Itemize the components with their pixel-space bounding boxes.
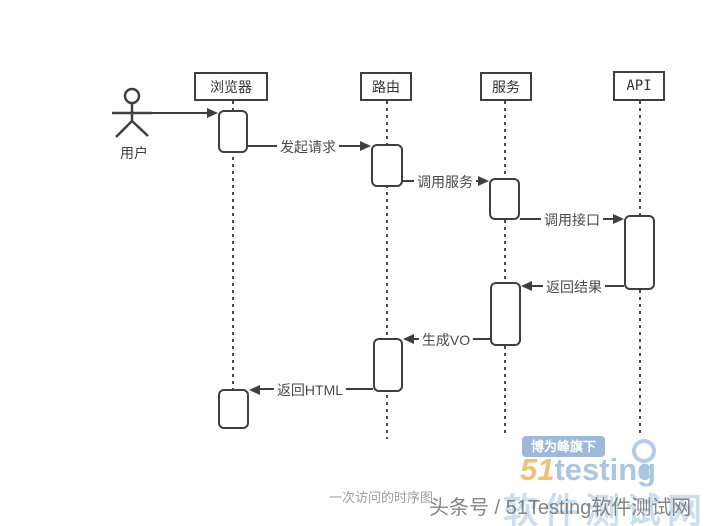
activation-box-service-1 xyxy=(489,178,520,220)
participant-label-api: API xyxy=(626,78,652,94)
arrowhead-right-icon xyxy=(613,214,624,224)
arrowhead-left-icon xyxy=(521,281,532,291)
message-label-call-api: 调用接口 xyxy=(541,210,603,230)
magnifier-icon xyxy=(632,439,656,463)
activation-box-browser-2 xyxy=(218,389,249,429)
arrowhead-left-icon xyxy=(403,334,414,344)
lifeline-browser xyxy=(232,101,234,393)
lifeline-route xyxy=(386,101,388,439)
participant-label-service: 服务 xyxy=(492,79,520,96)
participant-box-browser: 浏览器 xyxy=(194,72,268,101)
participant-box-route: 路由 xyxy=(360,72,412,101)
magnifier-handle-icon xyxy=(642,464,649,480)
message-label-request: 发起请求 xyxy=(277,137,339,157)
activation-box-browser-1 xyxy=(218,110,248,153)
message-label-return-result: 返回结果 xyxy=(543,277,605,297)
activation-box-route-1 xyxy=(371,144,403,187)
watermark-site-name: 软件测试网 xyxy=(503,492,709,526)
watermark-badge: 博为峰旗下 xyxy=(522,436,606,457)
lifeline-service xyxy=(504,101,506,435)
activation-box-api-1 xyxy=(624,215,655,290)
arrowhead-right-icon xyxy=(478,176,489,186)
arrow-user-to-browser xyxy=(146,112,208,114)
arrowhead-right-icon xyxy=(207,108,218,118)
activation-box-service-2 xyxy=(490,282,521,346)
logo-51-text: 51 xyxy=(520,452,555,487)
participant-box-service: 服务 xyxy=(480,72,532,101)
watermark-footer-text: 头条号 / 51Testing软件测试网 xyxy=(429,497,692,519)
activation-box-route-2 xyxy=(373,338,403,392)
participant-box-api: API xyxy=(613,71,665,101)
actor-label: 用户 xyxy=(120,145,148,161)
arrowhead-left-icon xyxy=(249,385,260,395)
participant-label-route: 路由 xyxy=(372,79,400,96)
arrowhead-right-icon xyxy=(360,141,371,151)
message-label-call-service: 调用服务 xyxy=(414,172,476,192)
diagram-caption: 一次访问的时序图 xyxy=(329,490,434,505)
user-actor-icon xyxy=(112,87,152,138)
participant-label-browser: 浏览器 xyxy=(210,79,252,96)
message-label-return-html: 返回HTML xyxy=(273,380,347,400)
message-label-generate-vo: 生成VO xyxy=(418,330,474,350)
